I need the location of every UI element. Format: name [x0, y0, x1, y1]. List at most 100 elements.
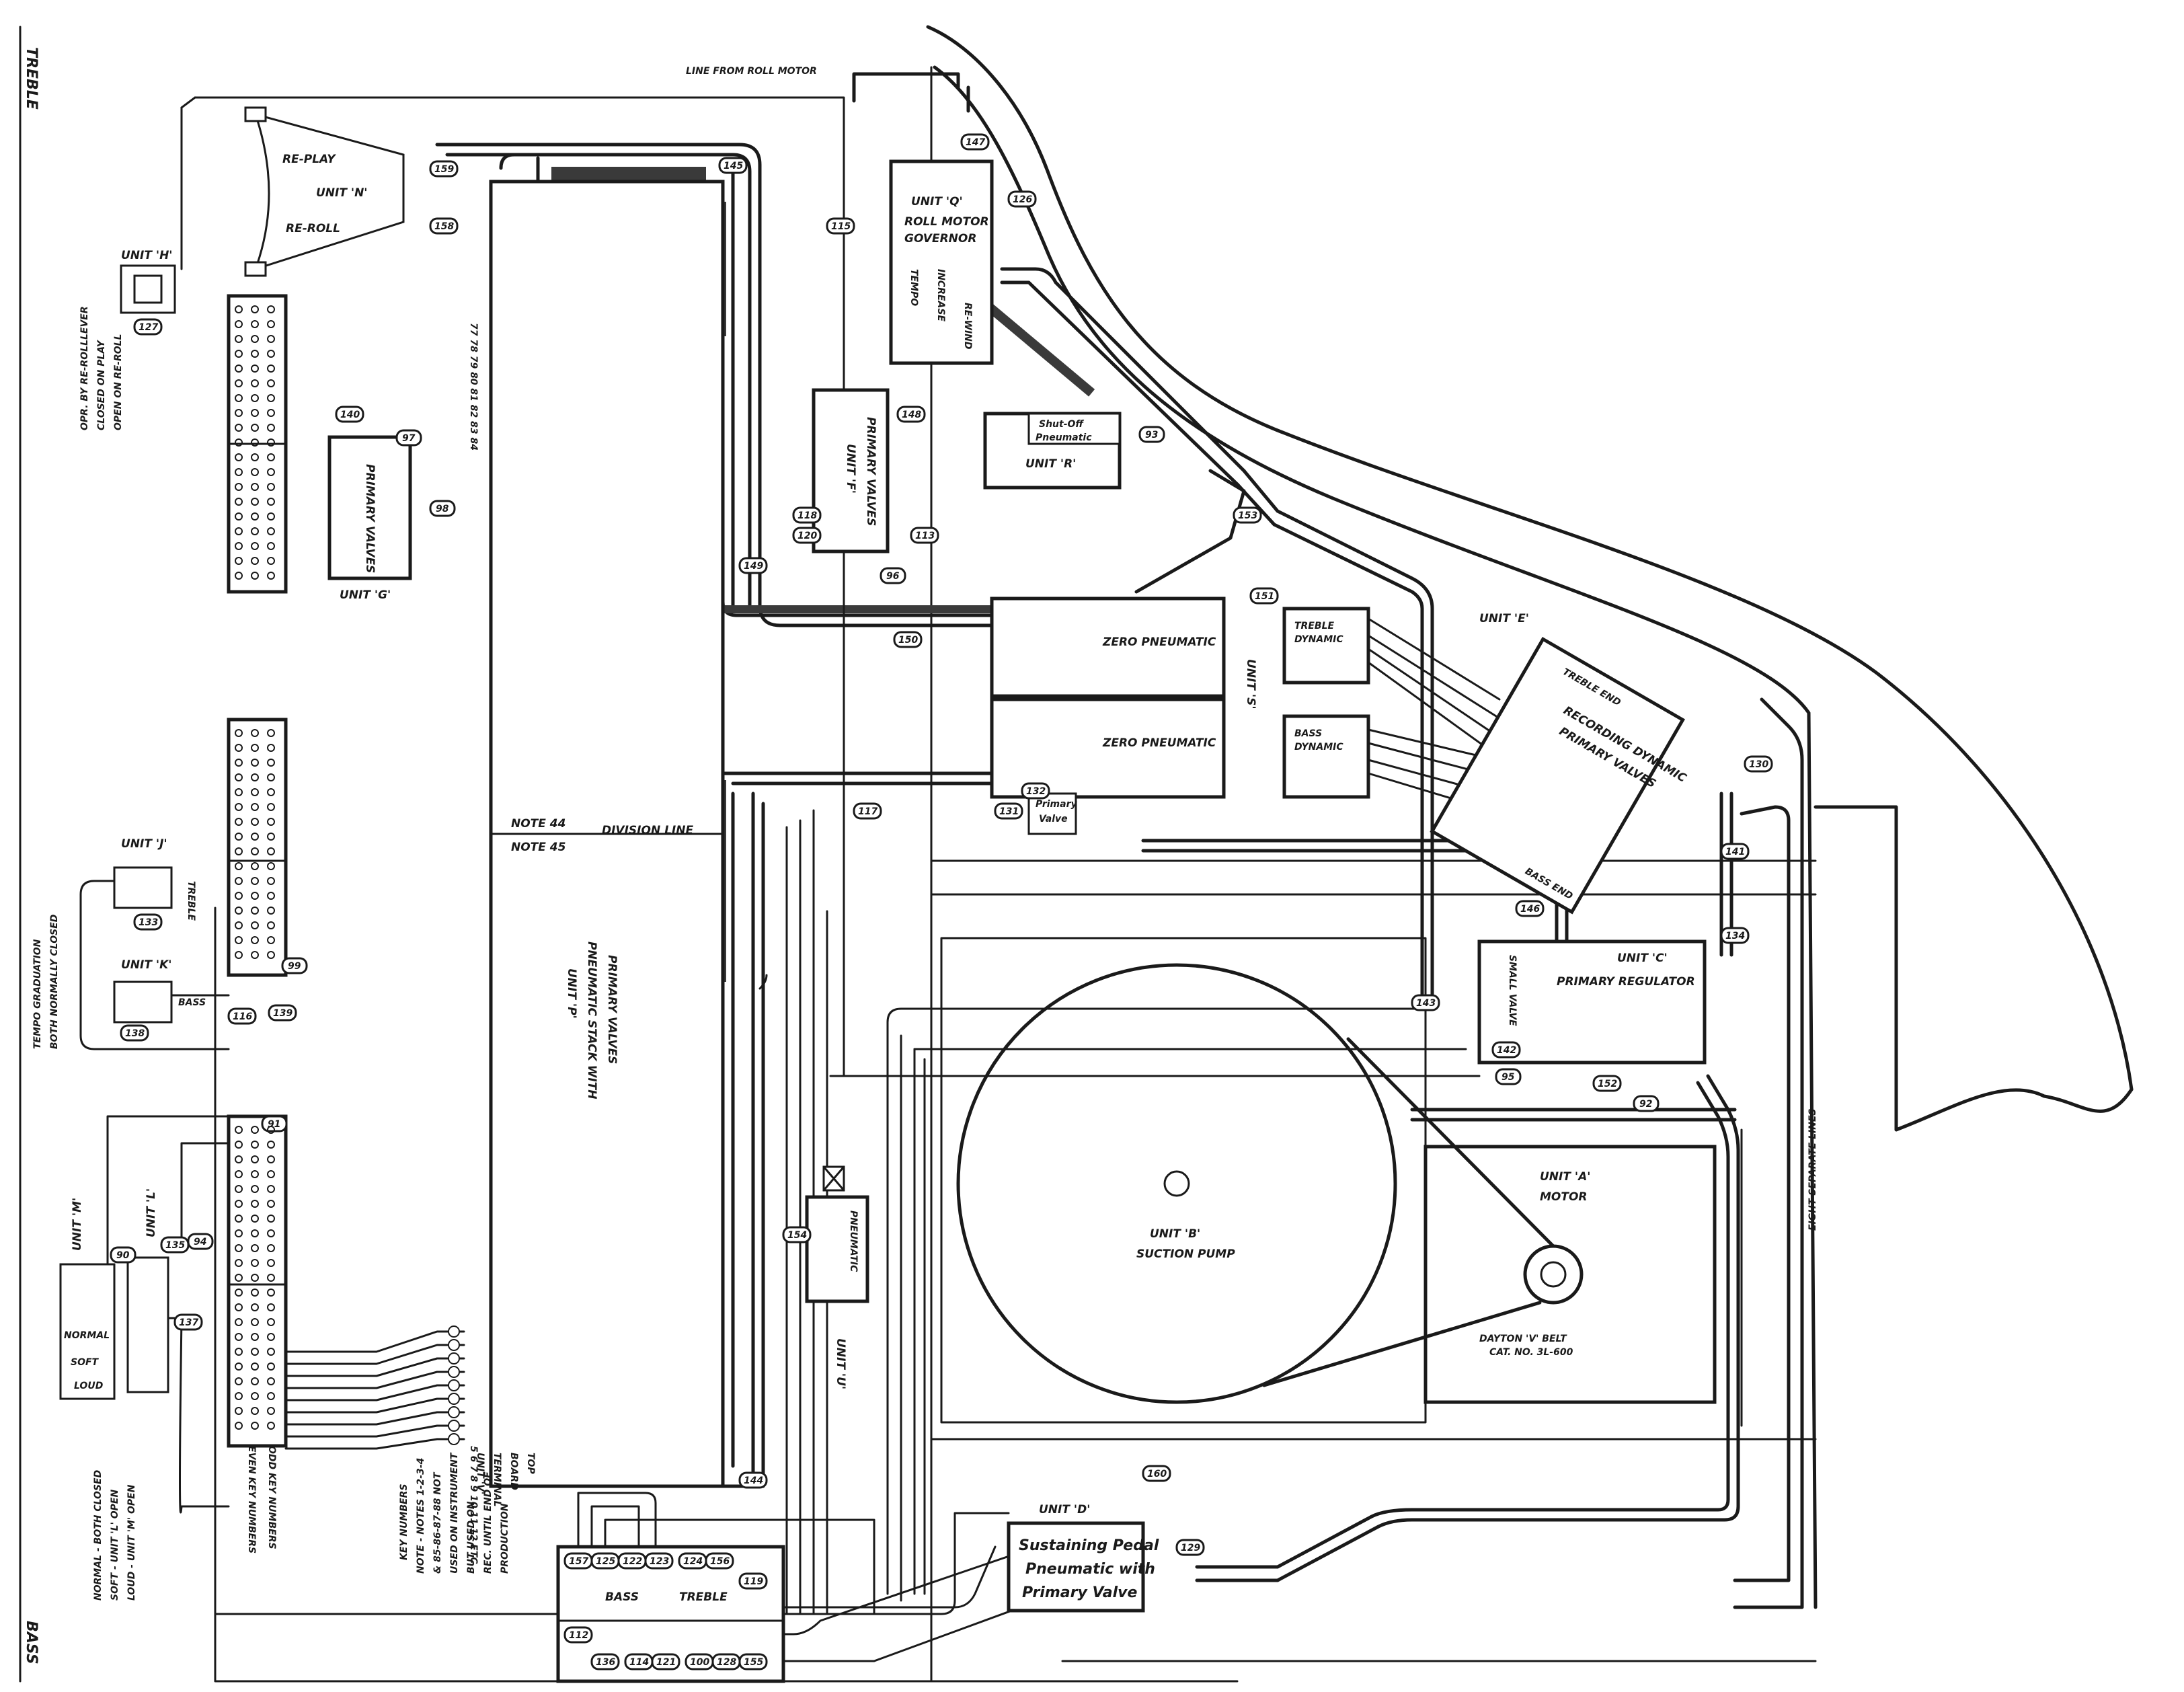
key-numbers-top: 77 78 79 80 81 82 83 84 — [468, 323, 479, 451]
port-hole — [251, 907, 259, 915]
port-hole — [267, 1200, 275, 1208]
unit-h-note-2: CLOSED ON PLAY — [96, 339, 107, 430]
tag-144: 144 — [738, 1471, 768, 1489]
port-hole — [267, 1422, 275, 1430]
key-numbers-note-6: REC. UNTIL END OF — [483, 1471, 494, 1574]
svg-text:126: 126 — [1013, 194, 1032, 205]
port-hole — [251, 1185, 259, 1193]
port-hole — [235, 572, 243, 580]
port-hole — [251, 936, 259, 944]
port-hole — [235, 350, 243, 358]
svg-text:147: 147 — [966, 137, 985, 148]
tag-126: 126 — [1007, 190, 1037, 208]
tag-158: 158 — [429, 217, 459, 235]
port-hole — [235, 527, 243, 535]
tag-145: 145 — [718, 157, 748, 174]
odd-key-numbers-label: ODD KEY NUMBERS — [266, 1446, 277, 1549]
shut-off-label-2: Pneumatic — [1036, 432, 1092, 443]
port-hole — [267, 1289, 275, 1297]
tag-137: 137 — [173, 1313, 203, 1331]
port-hole — [251, 803, 259, 811]
bass-dynamic-label-1: BASS — [1294, 728, 1322, 739]
port-hole — [251, 438, 259, 447]
unit-v-label-1: UNIT 'V' — [475, 1453, 485, 1494]
tag-95: 95 — [1495, 1068, 1522, 1085]
port-hole — [267, 907, 275, 915]
port-hole — [251, 1155, 259, 1163]
port-hole — [267, 305, 275, 313]
normal-note-label-2: SOFT - UNIT 'L' OPEN — [110, 1490, 120, 1601]
port-hole — [267, 424, 275, 432]
line-from-roll-motor-label: LINE FROM ROLL MOTOR — [686, 66, 817, 77]
svg-text:122: 122 — [623, 1556, 642, 1567]
unit-g-label: UNIT 'G' — [340, 588, 391, 602]
connector-nipple — [448, 1325, 460, 1338]
svg-text:124: 124 — [683, 1556, 703, 1567]
port-hole — [251, 512, 259, 521]
port-hole — [235, 1259, 243, 1267]
tag-143: 143 — [1411, 994, 1440, 1011]
tag-146: 146 — [1515, 900, 1545, 917]
tag-127: 127 — [133, 318, 163, 336]
sustaining-label-3: Primary Valve — [1022, 1584, 1138, 1601]
port-hole — [251, 759, 259, 767]
unit-b: UNIT 'B' SUCTION PUMP — [940, 937, 1427, 1424]
port-hole — [251, 409, 259, 417]
key-numbers-note: KEY NUMBERS NOTE - NOTES 1-2-3-4 & 85-86… — [399, 1452, 510, 1574]
unit-v-label-4: TOP — [525, 1453, 536, 1474]
unit-u-label: UNIT 'U' — [834, 1338, 847, 1389]
tag-123: 123 — [644, 1552, 674, 1570]
port-hole — [251, 572, 259, 580]
svg-text:96: 96 — [886, 571, 900, 582]
port-hole — [267, 892, 275, 900]
tag-98: 98 — [429, 500, 456, 517]
port-hole — [267, 1244, 275, 1252]
connector-nipple — [448, 1339, 460, 1351]
unit-k-label: UNIT 'K' — [121, 958, 171, 972]
port-hole — [267, 729, 275, 737]
svg-text:93: 93 — [1145, 430, 1158, 440]
unit-r-label: UNIT 'R' — [1025, 457, 1076, 471]
key-numbers-note-4: USED ON INSTRUMENT — [449, 1452, 460, 1574]
svg-text:132: 132 — [1026, 786, 1046, 797]
unit-f-label: UNIT 'F' — [844, 444, 857, 494]
port-hole — [267, 350, 275, 358]
port-hole — [267, 833, 275, 841]
normal-label: NORMAL — [64, 1330, 110, 1341]
port-hole — [235, 424, 243, 432]
bass-dynamic-label-2: DYNAMIC — [1294, 742, 1343, 753]
primary-valves-g-label: PRIMARY VALVES — [363, 464, 377, 573]
port-hole — [251, 424, 259, 432]
tag-114: 114 — [624, 1653, 654, 1670]
svg-text:94: 94 — [194, 1237, 206, 1247]
port-hole — [267, 951, 275, 959]
even-key-numbers-label: EVEN KEY NUMBERS — [246, 1446, 257, 1553]
port-hole — [267, 527, 275, 535]
dayton-belt-label-1: DAYTON 'V' BELT — [1479, 1334, 1567, 1344]
port-hole — [267, 557, 275, 565]
svg-text:130: 130 — [1749, 759, 1768, 770]
unit-k: UNIT 'K' BASS TEMPO GRADUATION BOTH NORM… — [32, 880, 230, 1050]
port-hole — [235, 320, 243, 328]
tag-153: 153 — [1233, 506, 1262, 524]
svg-text:144: 144 — [744, 1475, 763, 1486]
zero-pneumatic-bottom-label: ZERO PNEUMATIC — [1102, 736, 1216, 750]
port-hole — [235, 729, 243, 737]
port-hole — [251, 788, 259, 796]
svg-text:99: 99 — [288, 961, 301, 972]
treble-dynamic-label-2: DYNAMIC — [1294, 634, 1343, 645]
tag-159: 159 — [429, 160, 459, 178]
loud-label: LOUD — [74, 1381, 103, 1391]
sustaining-label-2: Pneumatic with — [1025, 1561, 1155, 1578]
connector-tube — [284, 1357, 465, 1377]
port-hole — [267, 1229, 275, 1237]
port-hole — [235, 788, 243, 796]
svg-text:131: 131 — [999, 806, 1019, 817]
port-hole — [235, 862, 243, 870]
soft-label: SOFT — [71, 1357, 100, 1368]
port-hole — [235, 379, 243, 387]
svg-text:135: 135 — [165, 1240, 185, 1251]
port-hole — [251, 468, 259, 476]
tag-94: 94 — [187, 1233, 214, 1250]
unit-d: UNIT 'D' Sustaining Pedal Pneumatic with… — [1007, 1503, 1159, 1613]
